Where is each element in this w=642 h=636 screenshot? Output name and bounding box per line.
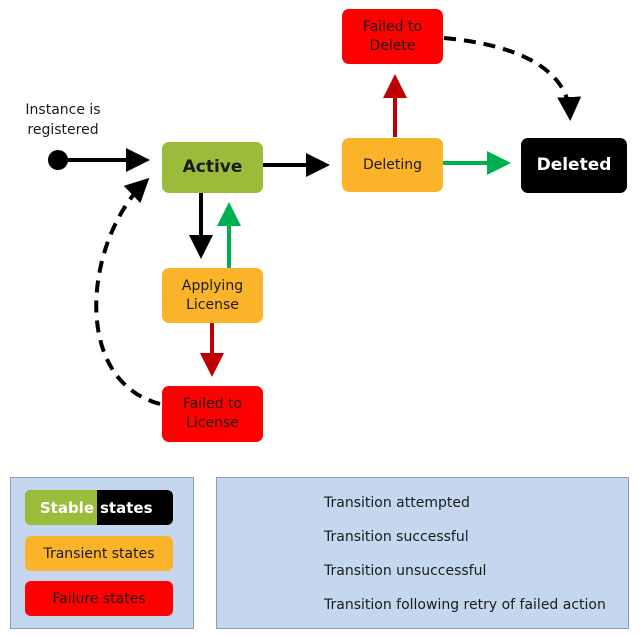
state-deleted: Deleted — [521, 138, 627, 193]
legend-label-unsuccessful: Transition unsuccessful — [324, 563, 487, 579]
legend-transitions-panel — [216, 477, 629, 629]
state-active: Active — [162, 142, 263, 193]
start-label: Instance is registered — [25, 102, 101, 138]
legend-failure-states: Failure states — [25, 581, 173, 616]
legend-stable-states: Stable states — [25, 490, 173, 525]
state-failed-to-license: Failed to License — [162, 386, 263, 442]
state-deleting: Deleting — [342, 138, 443, 192]
arrow-failed-license-retry — [94, 177, 161, 406]
state-failed-to-delete: Failed to Delete — [342, 9, 443, 64]
legend-transient-states: Transient states — [25, 536, 173, 571]
legend-stable-label-part1: Stable — [25, 490, 97, 525]
state-applying-license: Applying License — [162, 268, 263, 323]
start-dot — [48, 150, 68, 170]
legend-stable-label-part2: states — [100, 498, 153, 517]
arrow-failed-delete-retry — [443, 36, 582, 121]
legend-label-attempted: Transition attempted — [324, 495, 470, 511]
legend-label-successful: Transition successful — [324, 529, 469, 545]
legend-label-retry: Transition following retry of failed act… — [324, 597, 606, 613]
